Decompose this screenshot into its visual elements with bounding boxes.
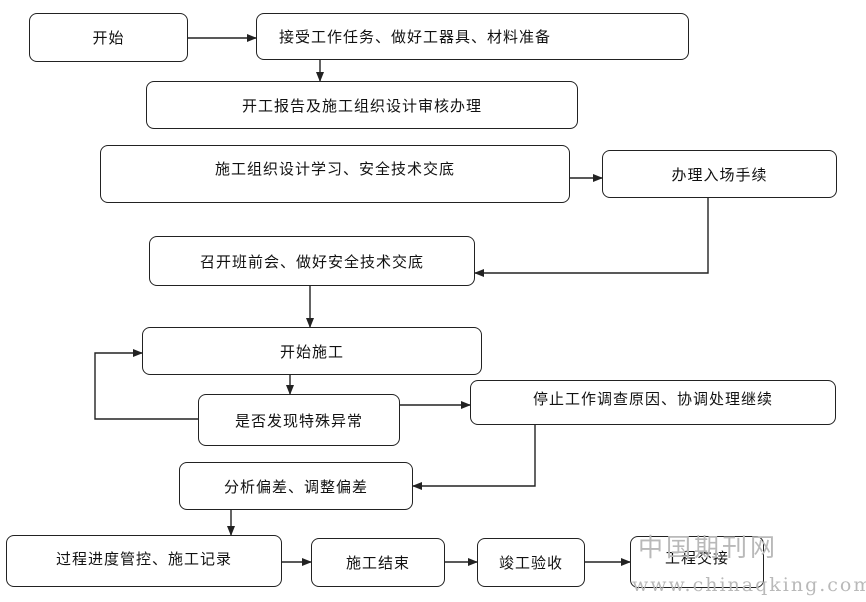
node-construction-end-label: 施工结束	[345, 554, 410, 572]
node-receive-task-label: 接受工作任务、做好工器具、材料准备	[279, 28, 552, 46]
node-progress-control-label: 过程进度管控、施工记录	[55, 549, 232, 568]
node-receive-task: 接受工作任务、做好工器具、材料准备	[256, 13, 689, 60]
node-progress-control: 过程进度管控、施工记录	[6, 535, 282, 587]
node-construction-end: 施工结束	[311, 538, 445, 587]
node-design-study: 施工组织设计学习、安全技术交底	[100, 145, 570, 203]
node-entry-procedures-label: 办理入场手续	[671, 165, 768, 184]
node-completion-acceptance-label: 竣工验收	[498, 554, 563, 572]
node-report-review: 开工报告及施工组织设计审核办理	[146, 81, 578, 129]
node-analyze-adjust: 分析偏差、调整偏差	[179, 462, 413, 510]
node-stop-investigate: 停止工作调查原因、协调处理继续	[470, 380, 836, 425]
node-pre-shift-meeting-label: 召开班前会、做好安全技术交底	[199, 252, 424, 271]
node-pre-shift-meeting: 召开班前会、做好安全技术交底	[149, 236, 475, 286]
node-start: 开始	[29, 13, 188, 62]
node-entry-procedures: 办理入场手续	[602, 150, 837, 198]
node-check-abnormal-label: 是否发现特殊异常	[234, 411, 363, 430]
node-report-review-label: 开工报告及施工组织设计审核办理	[241, 96, 482, 115]
node-start-label: 开始	[92, 29, 125, 47]
edge-stop-to-analyze	[412, 425, 536, 490]
node-analyze-adjust-label: 分析偏差、调整偏差	[223, 477, 368, 496]
node-begin-construction-label: 开始施工	[279, 342, 344, 361]
edge-entry-to-meeting	[474, 198, 709, 277]
node-project-handover: 工程交接	[630, 536, 764, 588]
node-check-abnormal: 是否发现特殊异常	[198, 394, 400, 446]
node-design-study-label: 施工组织设计学习、安全技术交底	[214, 159, 455, 178]
node-completion-acceptance: 竣工验收	[477, 538, 585, 587]
node-stop-investigate-label: 停止工作调查原因、协调处理继续	[532, 390, 773, 408]
node-project-handover-label: 工程交接	[664, 548, 729, 567]
edge-check-loop-back	[94, 349, 198, 420]
node-begin-construction: 开始施工	[142, 327, 482, 375]
